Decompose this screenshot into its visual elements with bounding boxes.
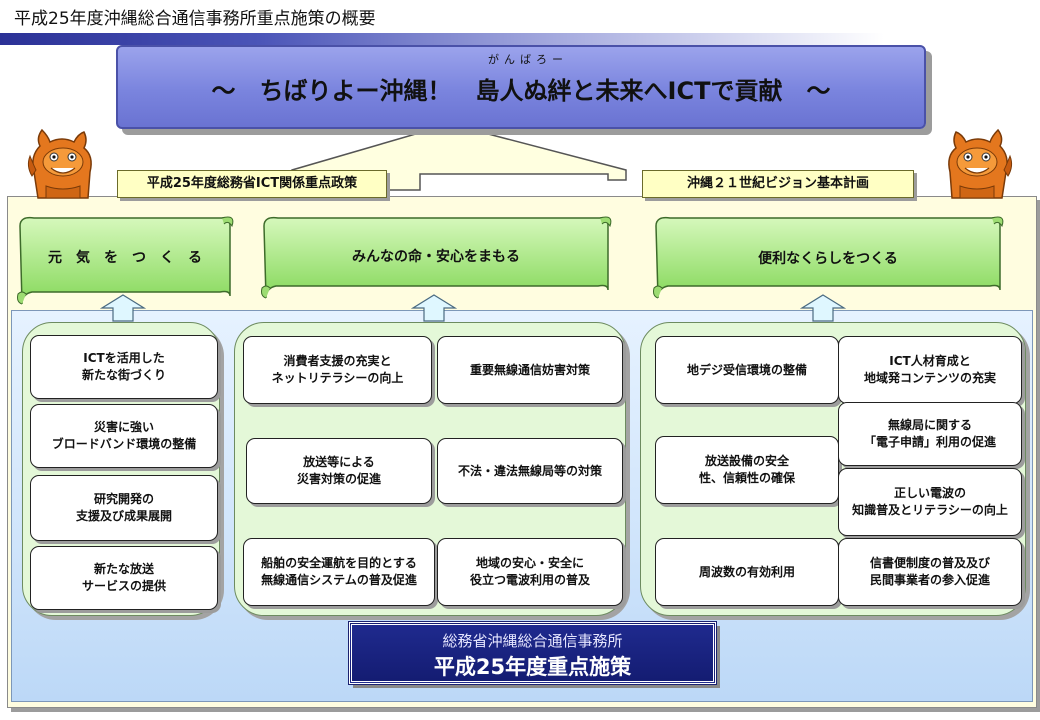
scroll-banner-icon <box>261 216 612 299</box>
up-arrow-icon <box>800 294 846 322</box>
shisa-left-icon <box>27 128 92 199</box>
policy-label-ict: 平成25年度総務省ICT関係重点政策 <box>117 170 387 198</box>
measure-item: 地デジ受信環境の整備 <box>655 336 839 404</box>
page-title: 平成25年度沖縄総合通信事務所重点施策の概要 <box>14 9 376 29</box>
slogan-ruby: がんばろー <box>488 53 568 66</box>
measure-item: 船舶の安全運航を目的とする 無線通信システムの普及促進 <box>243 538 435 606</box>
scroll-banner-icon <box>653 216 1004 299</box>
measure-item: 無線局に関する 「電子申請」利用の促進 <box>838 402 1022 466</box>
measure-item: 周波数の有効利用 <box>655 538 839 606</box>
up-arrow-icon <box>100 294 146 322</box>
measure-item: 災害に強い ブロードバンド環境の整備 <box>30 404 218 468</box>
measure-item: 地域の安心・安全に 役立つ電波利用の普及 <box>437 538 623 606</box>
measure-item: ICT人材育成と 地域発コンテンツの充実 <box>838 336 1022 404</box>
scroll-banner-icon <box>17 216 234 305</box>
pillar-scroll-genki: 元 気 を つ く る <box>14 210 236 306</box>
pillar-title: みんなの命・安心をまもる <box>352 249 520 265</box>
measure-item: ICTを活用した 新たな街づくり <box>30 335 218 399</box>
pillar-title: 便利なくらしをつくる <box>758 251 898 267</box>
measure-item: 消費者支援の充実と ネットリテラシーの向上 <box>243 336 432 404</box>
measure-item: 不法・違法無線局等の対策 <box>437 438 623 504</box>
pillar-title: 元 気 を つ く る <box>48 250 202 266</box>
shisa-right-icon <box>948 128 1013 199</box>
policy-label-vision: 沖縄２１世紀ビジョン基本計画 <box>642 170 914 198</box>
office-name: 総務省沖縄総合通信事務所 <box>442 632 623 650</box>
up-arrow-icon <box>411 294 457 322</box>
measure-item: 放送設備の安全 性、信頼性の確保 <box>655 436 839 504</box>
measure-item: 正しい電波の 知識普及とリテラシーの向上 <box>838 468 1022 536</box>
slogan-banner: がんばろー ～ ちばりよー沖縄！ 島人ぬ絆と未来へICTで貢献 ～ <box>116 45 926 129</box>
measure-item: 信書便制度の普及及び 民間事業者の参入促進 <box>838 538 1022 606</box>
office-measures-box: 総務省沖縄総合通信事務所 平成25年度重点施策 <box>348 621 717 685</box>
measure-item: 研究開発の 支援及び成果展開 <box>30 475 218 541</box>
pillar-scroll-safety: みんなの命・安心をまもる <box>258 210 614 300</box>
office-measures-title: 平成25年度重点施策 <box>433 655 632 679</box>
slogan-text: ～ ちばりよー沖縄！ 島人ぬ絆と未来へICTで貢献 ～ <box>211 77 831 105</box>
measure-item: 重要無線通信妨害対策 <box>437 336 623 404</box>
measure-item: 放送等による 災害対策の促進 <box>246 438 432 504</box>
pillar-scroll-convenience: 便利なくらしをつくる <box>650 210 1006 300</box>
title-rule <box>0 33 1040 45</box>
measure-item: 新たな放送 サービスの提供 <box>30 546 218 610</box>
